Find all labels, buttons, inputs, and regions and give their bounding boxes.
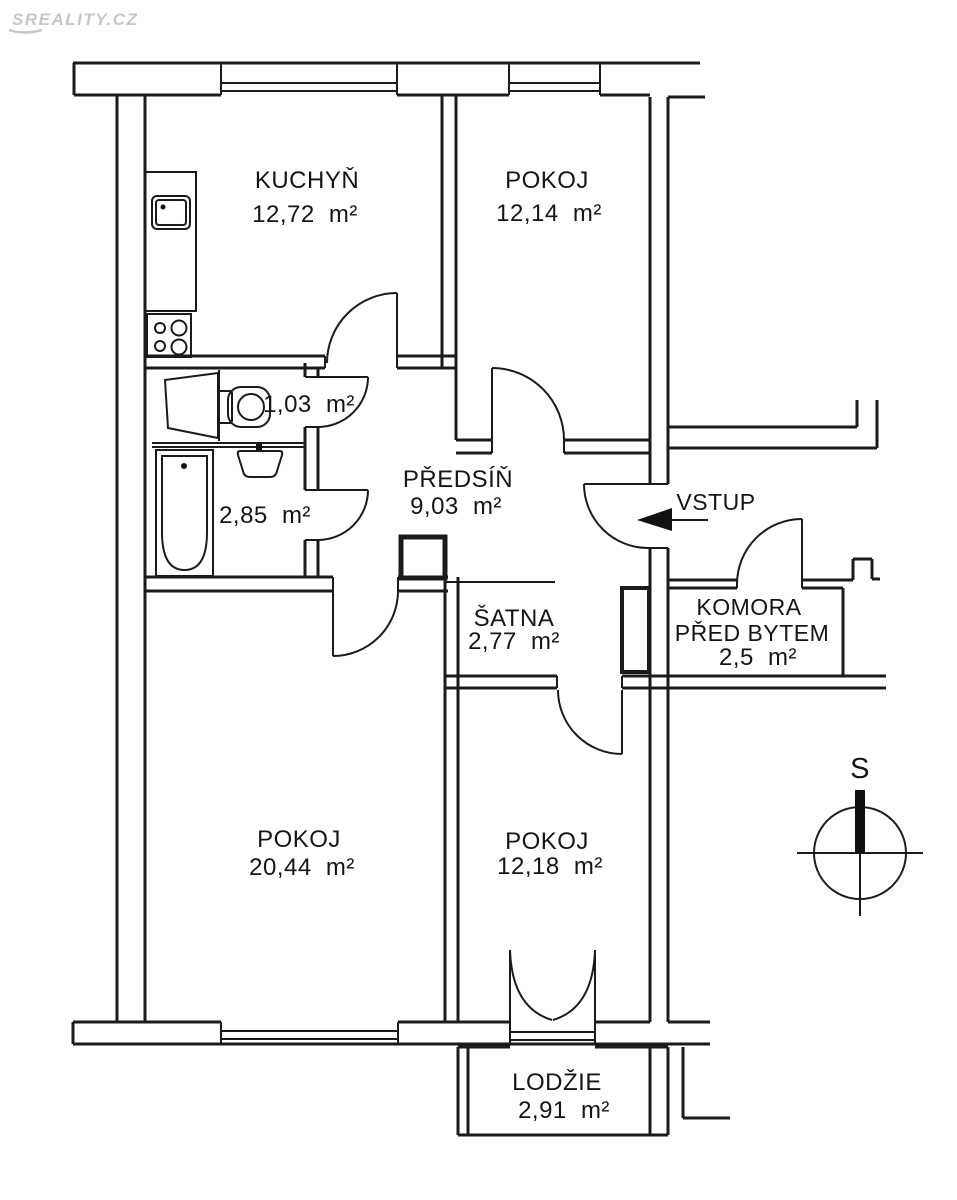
label-wc-area: 1,03 m² — [263, 391, 355, 418]
wc-door — [317, 376, 369, 428]
compass-north-label: S — [850, 753, 870, 785]
storage-door — [736, 518, 803, 585]
label-room-bottom-name: POKOJ — [505, 828, 589, 855]
bathroom-door — [317, 489, 369, 541]
label-storage-name2: PŘED BYTEM — [675, 620, 830, 646]
compass: S — [797, 753, 923, 916]
label-closet-area: 2,77 m² — [468, 628, 560, 655]
loggia-french-door — [509, 949, 596, 1022]
watermark-logo: Sreality.cz — [8, 10, 138, 34]
label-hallway-name: PŘEDSÍŇ — [403, 466, 513, 493]
label-room-top-area: 12,14 m² — [496, 200, 602, 227]
watermark-text: Sreality.cz — [12, 10, 138, 29]
label-storage-area: 2,5 m² — [719, 644, 797, 671]
room-bottom-door — [557, 689, 623, 755]
washbasin-icon — [236, 444, 284, 478]
door-swings — [317, 292, 803, 1022]
entry-closet-box — [620, 586, 651, 674]
label-hallway-area: 9,03 m² — [410, 493, 502, 520]
label-room-left-name: POKOJ — [257, 826, 341, 853]
sink-icon — [151, 195, 191, 230]
label-closet-name: ŠATNA — [474, 604, 555, 632]
label-room-bottom-area: 12,18 m² — [497, 853, 603, 880]
stove-icon — [146, 313, 192, 358]
label-storage-name1: KOMORA — [696, 594, 801, 620]
label-room-left-area: 20,44 m² — [249, 854, 355, 881]
windows — [152, 63, 803, 1044]
label-loggia-area: 2,91 m² — [518, 1097, 610, 1124]
entrance-door — [583, 483, 649, 549]
room-top-door — [491, 367, 565, 441]
room-left-door — [332, 590, 399, 657]
fixtures — [144, 171, 651, 674]
label-room-top-name: POKOJ — [505, 167, 589, 194]
label-kitchen-area: 12,72 m² — [252, 201, 358, 228]
north-arrow-icon — [855, 790, 865, 853]
toilet-icon — [163, 370, 271, 441]
kitchen-door — [326, 292, 398, 364]
room-labels: KUCHYŇ 12,72 m² POKOJ 12,14 m² 1,03 m² P… — [219, 167, 829, 1124]
kitchen-counter — [144, 171, 197, 312]
label-entrance: VSTUP — [676, 489, 755, 515]
bathtub-icon — [155, 449, 214, 577]
label-bathroom-area: 2,85 m² — [219, 502, 311, 529]
label-kitchen-name: KUCHYŇ — [255, 167, 359, 194]
entrance-arrow-icon — [637, 508, 708, 531]
shaft-box — [398, 534, 448, 581]
label-loggia-name: LODŽIE — [512, 1069, 602, 1096]
